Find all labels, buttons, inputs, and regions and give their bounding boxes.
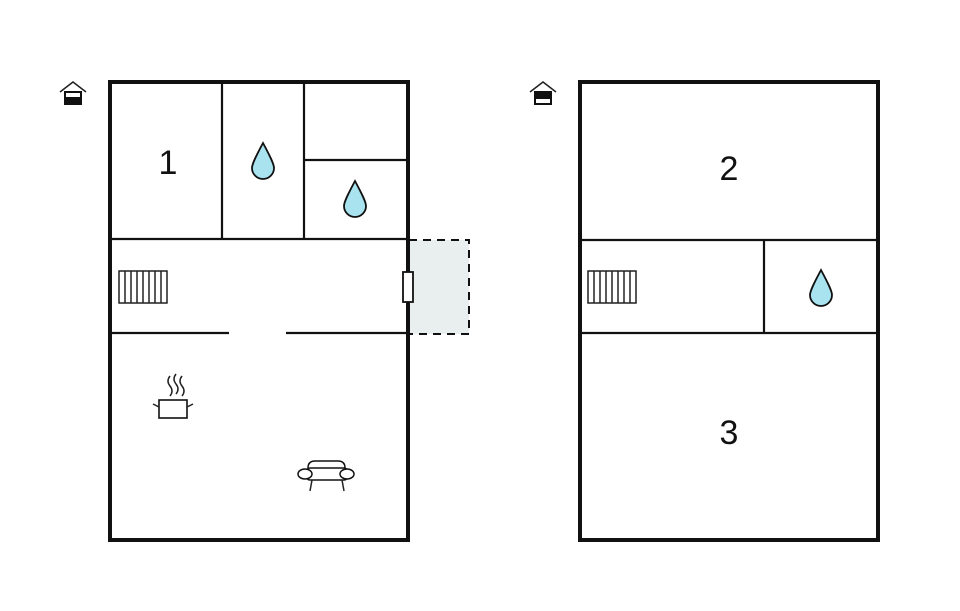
room-label-3: 3 [720, 414, 739, 452]
terrace-door [402, 271, 414, 303]
water-drop-icon [343, 179, 367, 218]
stairs-icon [587, 270, 637, 304]
upper-floor-plan: 2 3 [529, 80, 880, 542]
terrace-area [408, 239, 470, 335]
upper-floor-outline [578, 80, 880, 542]
room-label-2: 2 [720, 150, 739, 188]
sofa-icon [297, 460, 355, 492]
cooking-pot-icon [152, 373, 194, 419]
stairs-icon [118, 270, 168, 304]
ground-floor-plan: 1 [59, 80, 470, 542]
room-label-1: 1 [159, 144, 178, 182]
house-upper-floor-icon [529, 81, 557, 105]
water-drop-icon [251, 141, 275, 180]
house-ground-floor-icon [59, 81, 87, 105]
ground-floor-outline [108, 80, 410, 542]
water-drop-icon [809, 268, 833, 307]
